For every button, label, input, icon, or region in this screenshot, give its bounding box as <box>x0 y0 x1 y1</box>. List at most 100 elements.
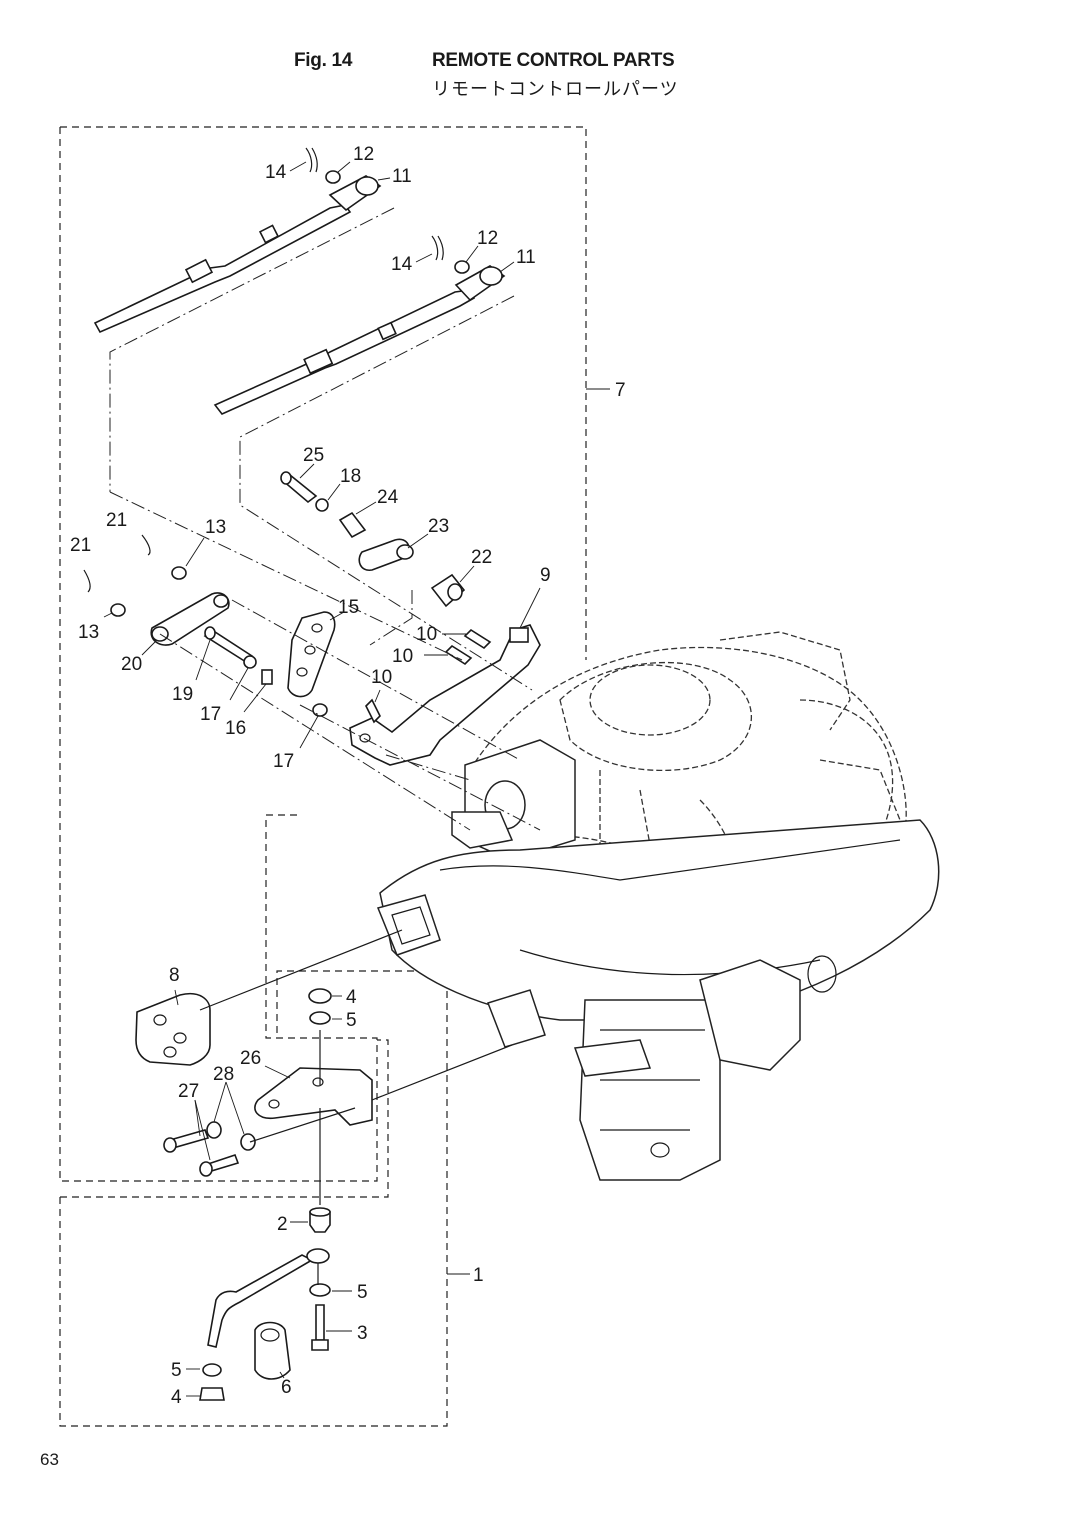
washer-5-bottom <box>202 1363 222 1377</box>
washer-5-top <box>309 1011 331 1025</box>
callout-14-lower: 14 <box>391 254 413 275</box>
page-title: REMOTE CONTROL PARTS <box>432 50 675 71</box>
callout-12-lower: 12 <box>477 228 498 249</box>
bolt-25-head <box>280 471 292 485</box>
lever-20-pin <box>213 594 229 608</box>
callout-28: 28 <box>213 1064 234 1085</box>
callout-25: 25 <box>303 445 324 466</box>
callout-21-lower: 21 <box>70 535 91 556</box>
callout-8: 8 <box>169 965 180 986</box>
bracket-26-hole-b <box>268 1099 280 1109</box>
plate-hole-a <box>311 623 323 633</box>
bracket-9-hole <box>359 733 371 743</box>
group-boundaries <box>59 126 587 1427</box>
bolt-10-c <box>365 698 381 724</box>
callout-10-b: 10 <box>392 646 413 667</box>
bracket-9-tab <box>509 627 529 643</box>
callout-27: 27 <box>178 1081 199 1102</box>
bolt-27-upper-head <box>163 1137 177 1153</box>
cable-clips <box>305 147 470 274</box>
leader-lines <box>103 161 610 1397</box>
callout-15: 15 <box>338 597 359 618</box>
washer-17-right <box>312 703 328 717</box>
washer-12-upper <box>325 170 341 184</box>
callout-14-upper: 14 <box>265 162 287 183</box>
callout-10-a: 10 <box>416 624 437 645</box>
callout-1: 1 <box>473 1265 484 1286</box>
plate-8 <box>135 992 211 1066</box>
washer-13-upper <box>171 566 187 580</box>
callout-11-lower: 11 <box>516 247 536 268</box>
collar-16 <box>261 669 273 685</box>
bolt-27-lower-head <box>199 1161 213 1177</box>
plate-hole-b <box>304 645 316 655</box>
plate-8-hole-a <box>153 1014 167 1026</box>
nut-6 <box>254 1321 291 1380</box>
clip-21-lower <box>83 569 91 593</box>
bolt-3 <box>315 1304 325 1341</box>
washer-18 <box>315 498 329 512</box>
bolt-19-head <box>204 626 216 640</box>
clamp-22-bore <box>447 583 463 601</box>
callout-17-right: 17 <box>273 751 294 772</box>
washer-5-mid <box>309 1283 331 1297</box>
callout-5-mid: 5 <box>357 1282 368 1303</box>
washer-28-upper <box>206 1121 222 1139</box>
alignment-lines <box>109 207 541 1285</box>
figure-number: Fig. 14 <box>294 50 353 71</box>
callout-24: 24 <box>377 487 399 508</box>
callout-20: 20 <box>121 654 142 675</box>
control-cables <box>93 175 506 415</box>
clip-14-lower <box>431 235 444 261</box>
washer-12-lower <box>454 260 470 274</box>
callout-11-upper: 11 <box>392 166 412 187</box>
boundary-assembly-7 <box>60 126 587 660</box>
callout-23: 23 <box>428 516 449 537</box>
callout-5-bottom: 5 <box>171 1360 182 1381</box>
callout-5-top: 5 <box>346 1010 357 1031</box>
boundary-assembly-7-left <box>59 127 378 1182</box>
clip-21-upper <box>141 534 151 556</box>
bracket-26-hole <box>312 1077 324 1087</box>
callout-7: 7 <box>615 380 626 401</box>
callout-labels: 14 12 11 14 12 11 7 25 18 24 23 22 9 21 … <box>70 144 626 1408</box>
plate-8-hole-c <box>163 1046 177 1058</box>
mounting-bracket-9 <box>349 624 541 766</box>
nut-4-top <box>308 988 332 1004</box>
plate-hole-c <box>296 667 308 677</box>
page-title-japanese: リモートコントロールパーツ <box>432 79 679 100</box>
washer-13-lower <box>110 603 126 617</box>
outboard-engine <box>376 631 940 1181</box>
boundary-assembly-1-outer <box>59 970 448 1427</box>
nut-6-bore <box>260 1328 280 1342</box>
page-number: 63 <box>40 1450 59 1469</box>
callout-18: 18 <box>340 466 361 487</box>
callout-19: 19 <box>172 684 193 705</box>
joint-23-eye <box>396 544 414 560</box>
callout-22: 22 <box>471 547 492 568</box>
callout-4-top: 4 <box>346 987 357 1008</box>
callout-13-lower: 13 <box>78 622 99 643</box>
bolt-10-a <box>463 628 492 650</box>
clip-14-upper <box>305 147 318 173</box>
bushing-2-top <box>309 1207 331 1217</box>
callout-12-upper: 12 <box>353 144 374 165</box>
callout-21-upper: 21 <box>106 510 127 531</box>
callout-26: 26 <box>240 1048 261 1069</box>
plate-8-hole-b <box>173 1032 187 1044</box>
washer-28-lower <box>240 1133 256 1151</box>
bracket-26 <box>254 1067 373 1126</box>
callout-4-bottom: 4 <box>171 1387 182 1408</box>
callout-10-c: 10 <box>371 667 392 688</box>
callout-17-left: 17 <box>200 704 221 725</box>
nut-4-bottom <box>199 1387 225 1401</box>
callout-3: 3 <box>357 1323 368 1344</box>
callout-16: 16 <box>225 718 246 739</box>
callout-13-upper: 13 <box>205 517 226 538</box>
washer-17-left <box>243 655 257 669</box>
rod-eye <box>306 1248 330 1264</box>
collar-24 <box>338 511 367 539</box>
linkage-parts <box>83 471 541 766</box>
callout-6: 6 <box>281 1377 292 1398</box>
